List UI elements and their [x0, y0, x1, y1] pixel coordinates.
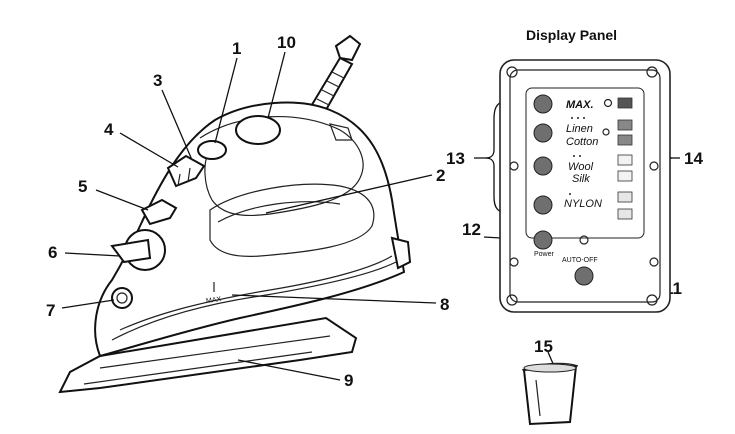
indicator-light-low — [617, 208, 633, 220]
steam-control-button[interactable] — [197, 140, 227, 160]
linen-cotton-setting-button[interactable] — [533, 123, 553, 143]
callout-2: 2 — [436, 166, 445, 185]
setting-label-wool: Wool — [568, 161, 594, 173]
soleplate — [58, 316, 358, 394]
power-label: Power — [534, 251, 555, 258]
steam-icon — [602, 128, 610, 136]
callout-13: 13 — [446, 149, 465, 168]
callout-8: 8 — [440, 295, 449, 314]
callout-12: 12 — [462, 220, 481, 239]
power-button[interactable] — [533, 230, 553, 250]
heat-dot-icons — [569, 117, 585, 195]
steam-icon — [603, 98, 613, 108]
callout-lines — [61, 51, 680, 381]
setting-label-nylon: NYLON — [564, 198, 602, 210]
indicator-light-max — [617, 97, 633, 109]
callout-14: 14 — [684, 149, 703, 168]
callout-9: 9 — [344, 371, 353, 390]
display-panel: MAX. Linen Cotton Wool Silk NYLON Power … — [499, 59, 671, 313]
auto-off-button[interactable] — [574, 266, 594, 286]
display-panel-title: Display Panel — [526, 27, 617, 43]
setting-label-silk: Silk — [572, 173, 590, 185]
callout-3: 3 — [153, 71, 162, 90]
setting-label-linen: Linen — [566, 123, 593, 135]
spray-button[interactable] — [166, 154, 206, 188]
callout-7: 7 — [46, 301, 55, 320]
callout-4: 4 — [104, 120, 114, 139]
nylon-setting-button[interactable] — [533, 195, 553, 215]
self-clean-button[interactable] — [111, 287, 133, 309]
indicator-light-cotton — [617, 134, 633, 146]
burst-of-steam-button[interactable] — [235, 115, 281, 145]
auto-off-indicator-light — [579, 235, 589, 245]
measuring-cup — [521, 362, 579, 426]
indicator-light-silk — [617, 170, 633, 182]
callout-15: 15 — [534, 337, 553, 356]
indicator-light-linen — [617, 119, 633, 131]
max-setting-button[interactable] — [533, 94, 553, 114]
spray-nozzle — [140, 198, 178, 226]
max-fill-mark: MAX — [206, 296, 222, 305]
auto-off-label: AUTO-OFF — [562, 257, 598, 264]
wool-silk-setting-button[interactable] — [533, 156, 553, 176]
callout-10: 10 — [277, 33, 296, 52]
callout-5: 5 — [78, 177, 87, 196]
steam-iron-illustration: MAX — [58, 34, 412, 394]
setting-label-max: MAX. — [566, 99, 594, 111]
setting-label-cotton: Cotton — [566, 136, 598, 148]
indicator-light-wool — [617, 154, 633, 166]
callout-1: 1 — [232, 39, 241, 58]
iron-handle — [199, 115, 364, 217]
water-tank-window — [209, 183, 375, 257]
indicator-light-nylon — [617, 191, 633, 203]
callout-6: 6 — [48, 243, 57, 262]
